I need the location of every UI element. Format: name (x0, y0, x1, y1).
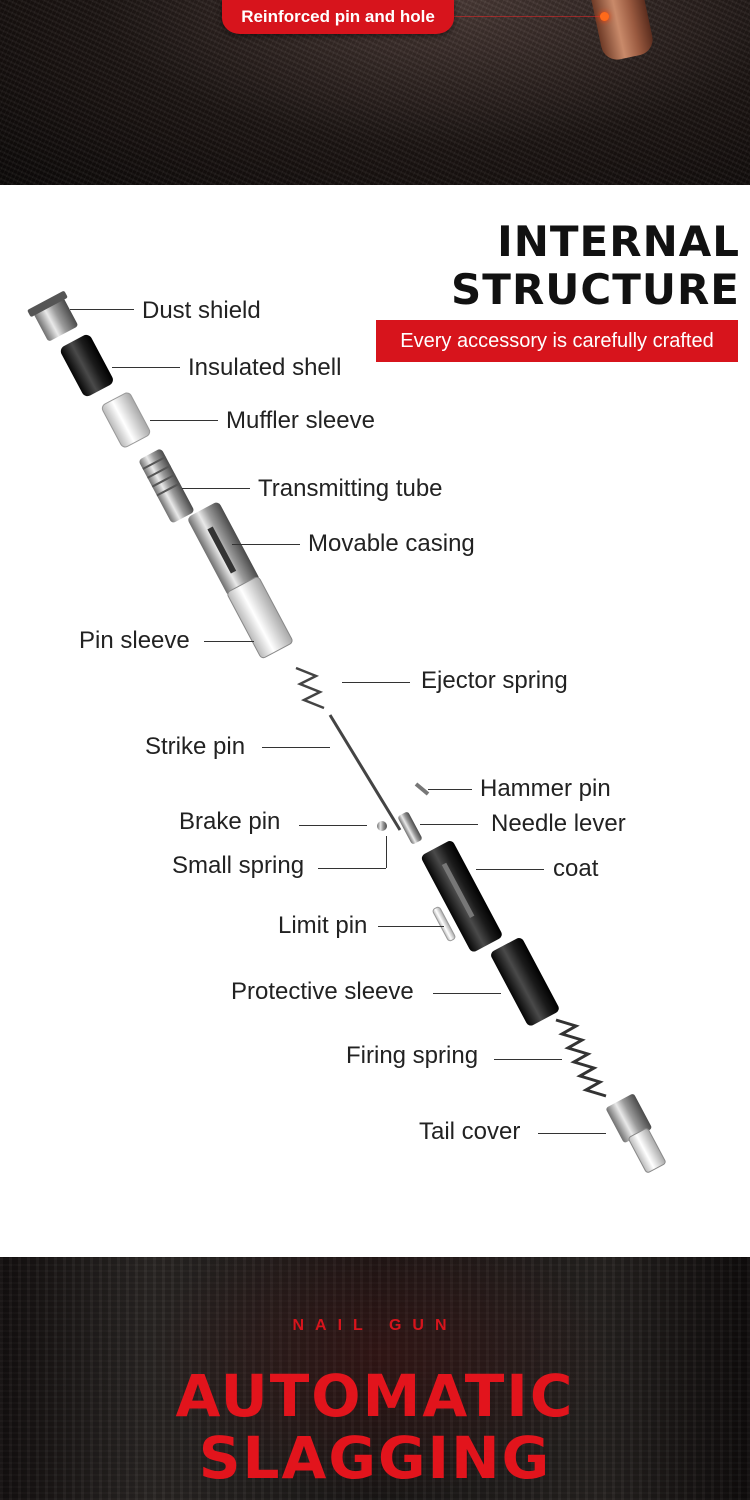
label-tail-cover: Tail cover (419, 1118, 521, 1145)
leader-dust-shield (70, 309, 134, 310)
transmitting-tube-part (139, 449, 194, 523)
muffler-sleeve-part (101, 392, 151, 448)
leader-limit-pin (378, 926, 444, 927)
title-line-2: STRUCTURE (451, 265, 740, 314)
bottom-banner: NAIL GUN AUTOMATIC SLAGGING (0, 1257, 750, 1500)
reinforced-pin-badge: Reinforced pin and hole (222, 0, 454, 34)
label-dust-shield: Dust shield (142, 297, 261, 324)
leader-muffler-sleeve (150, 420, 218, 421)
label-muffler-sleeve: Muffler sleeve (226, 407, 375, 434)
hammer-pin-part (414, 782, 430, 796)
ejector-spring-part (295, 666, 325, 710)
kicker-text: NAIL GUN (292, 1317, 458, 1334)
dust-shield-part (27, 291, 78, 341)
label-pin-sleeve: Pin sleeve (79, 627, 190, 654)
limit-pin-part (432, 906, 456, 942)
label-hammer-pin: Hammer pin (480, 775, 611, 802)
leader-small-spring (318, 868, 386, 869)
leader-brake-pin (299, 825, 367, 826)
leader-pin-sleeve (204, 641, 254, 642)
brake-pin-part (377, 821, 387, 831)
top-banner: Reinforced pin and hole (0, 0, 750, 185)
automatic-slagging-title: AUTOMATIC SLAGGING (0, 1365, 750, 1489)
protective-sleeve-part (491, 937, 559, 1026)
leader-transmitting-tube (182, 488, 250, 489)
label-strike-pin: Strike pin (145, 733, 246, 760)
laser-dot (600, 12, 609, 21)
title-line-slagging: SLAGGING (198, 1424, 552, 1492)
section-title: INTERNAL STRUCTURE (451, 218, 740, 314)
leader-ejector-spring (342, 682, 410, 683)
tail-cover-part (606, 1094, 666, 1173)
leader-strike-pin (262, 747, 330, 748)
title-line-automatic: AUTOMATIC (175, 1362, 575, 1430)
subtitle-tag: Every accessory is carefully crafted (376, 320, 738, 362)
leader-coat (476, 869, 544, 870)
leader-hammer-pin (428, 789, 472, 790)
firing-spring-part (555, 1018, 607, 1098)
leader-insulated-shell (112, 367, 180, 368)
leader-protective-sleeve (433, 993, 501, 994)
leader-tail-cover (538, 1133, 606, 1134)
title-line-1: INTERNAL (497, 217, 740, 266)
insulated-shell-part (60, 334, 113, 397)
movable-casing-part (188, 502, 293, 659)
label-needle-lever: Needle lever (491, 810, 626, 837)
leader-movable-casing (232, 544, 300, 545)
background-texture (0, 1257, 750, 1500)
label-coat: coat (553, 855, 599, 882)
leader-small-spring-vertical (386, 836, 387, 868)
label-small-spring: Small spring (172, 852, 305, 879)
label-protective-sleeve: Protective sleeve (231, 978, 414, 1005)
laser-line (454, 16, 604, 17)
background-glow (150, 1257, 610, 1500)
label-limit-pin: Limit pin (278, 912, 368, 939)
strike-pin-part (328, 714, 402, 831)
leader-needle-lever (420, 824, 478, 825)
needle-lever-part (398, 812, 422, 844)
label-transmitting-tube: Transmitting tube (258, 475, 443, 502)
label-insulated-shell: Insulated shell (188, 354, 342, 381)
leader-firing-spring (494, 1059, 562, 1060)
coat-part (421, 841, 502, 952)
label-ejector-spring: Ejector spring (421, 667, 568, 694)
label-movable-casing: Movable casing (308, 530, 475, 557)
label-firing-spring: Firing spring (346, 1042, 479, 1069)
label-brake-pin: Brake pin (179, 808, 281, 835)
